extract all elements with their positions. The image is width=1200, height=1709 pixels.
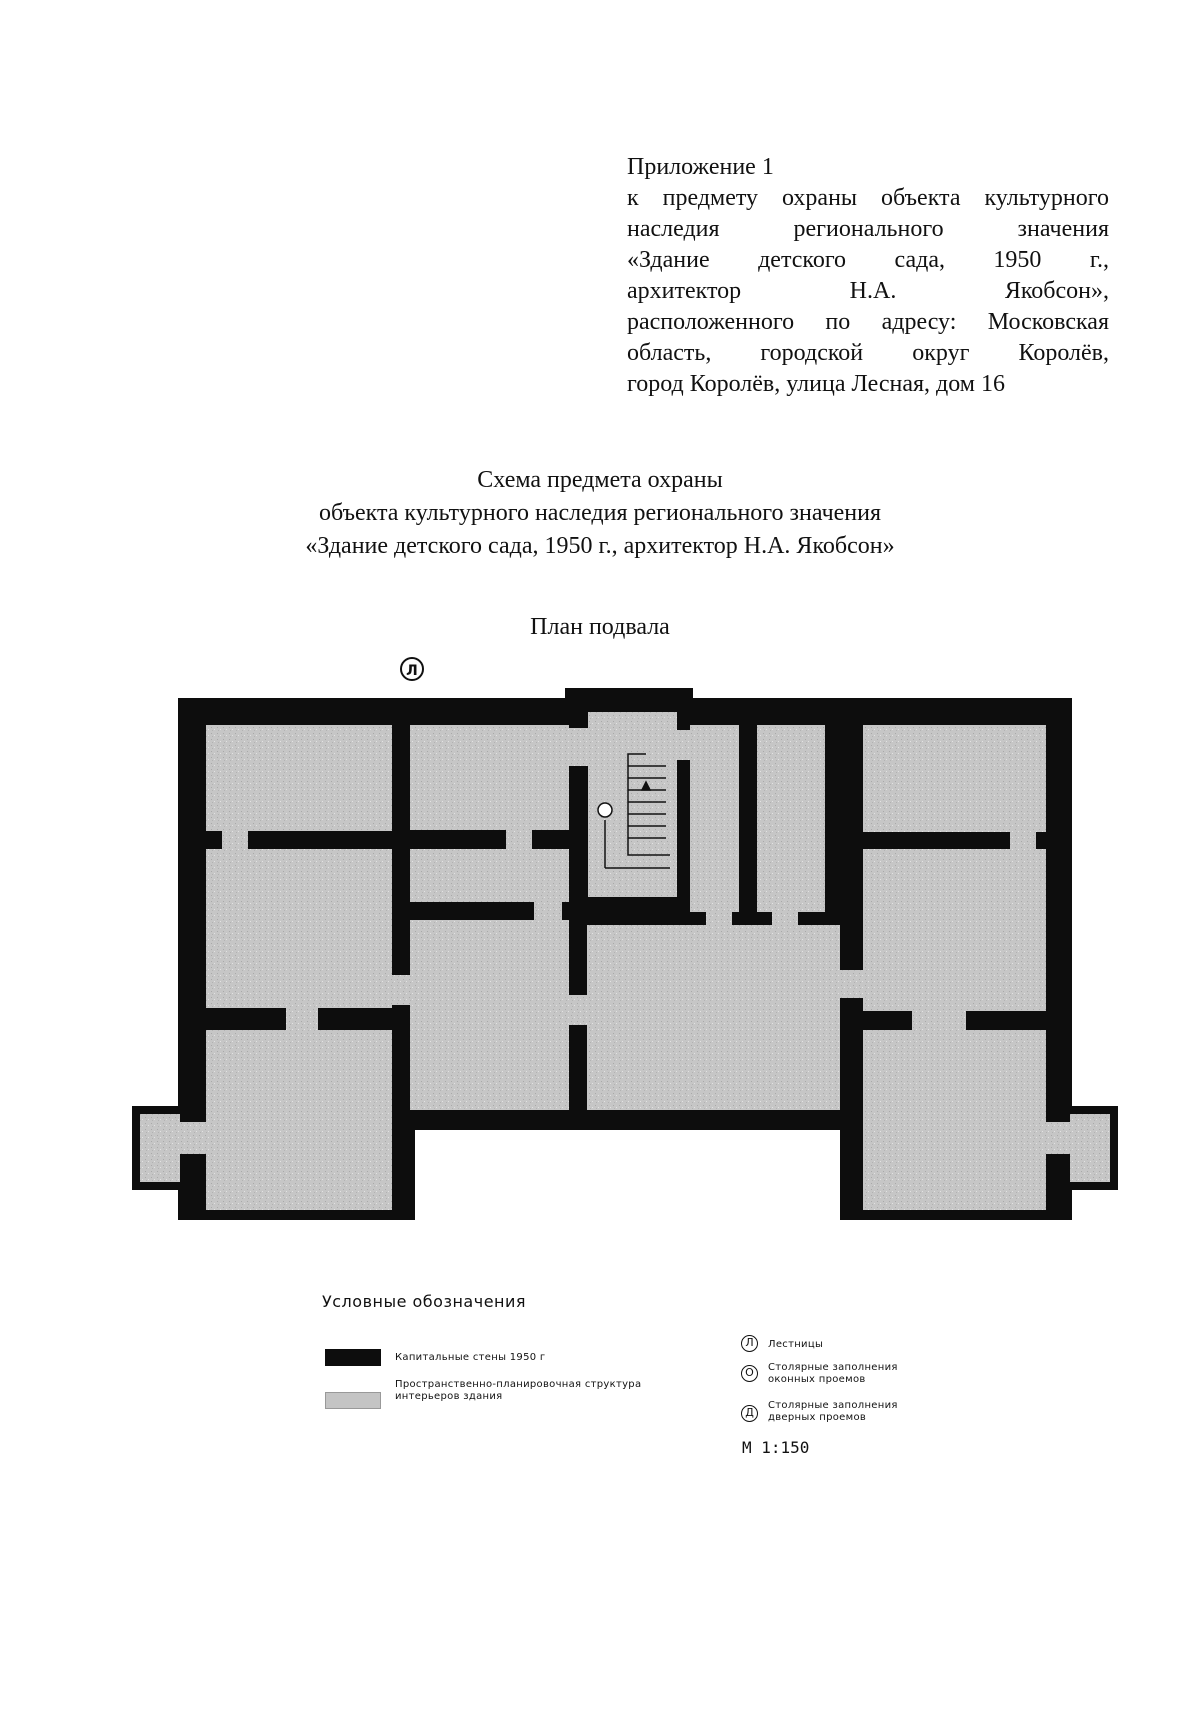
- legend-title: Условные обозначения: [322, 1292, 527, 1311]
- scale-label: М 1:150: [742, 1438, 810, 1457]
- scheme-title-line: «Здание детского сада, 1950 г., архитект…: [305, 533, 895, 559]
- staircase: [604, 753, 670, 869]
- stairs-callout-label: Л: [406, 663, 418, 679]
- appendix-line: расположенного по адресу: Московская: [627, 309, 1109, 335]
- appendix-line: к предмету охраны объекта культурного: [627, 185, 1109, 211]
- legend-label-windows: Столярные заполнения оконных проемов: [768, 1362, 898, 1386]
- scheme-title-line: Схема предмета охраны: [477, 467, 723, 493]
- appendix-line: город Королёв, улица Лесная, дом 16: [627, 371, 1005, 397]
- legend-swatch-interior: [325, 1392, 381, 1409]
- appendix-line: Приложение 1: [627, 154, 774, 180]
- legend-label-interior-line: Пространственно-планировочная структура: [395, 1379, 642, 1390]
- scheme-title: Схема предмета охраны объекта культурног…: [0, 464, 1200, 563]
- stairs-marker-icon: [597, 802, 613, 818]
- legend-label-doors-line: дверных проемов: [768, 1412, 867, 1423]
- appendix-line: наследия регионального значения: [627, 216, 1109, 242]
- stairs-symbol-icon: Л: [741, 1335, 758, 1352]
- stairs-callout-icon: Л: [400, 657, 424, 681]
- window-symbol-icon: О: [741, 1365, 758, 1382]
- legend-swatch-walls: [325, 1349, 381, 1366]
- legend-label-windows-line: оконных проемов: [768, 1374, 866, 1385]
- appendix-line: «Здание детского сада, 1950 г.,: [627, 247, 1109, 273]
- legend-label-doors: Столярные заполнения дверных проемов: [768, 1400, 898, 1424]
- legend-label-windows-line: Столярные заполнения: [768, 1362, 898, 1373]
- scheme-title-line: объекта культурного наследия регионально…: [318, 500, 882, 526]
- legend-label-stairs: Лестницы: [768, 1339, 824, 1350]
- interior-rooms: [140, 712, 1110, 1210]
- appendix-line: область, городской округ Королёв,: [627, 340, 1109, 366]
- plan-title: План подвала: [530, 614, 670, 640]
- door-symbol-icon: Д: [741, 1405, 758, 1422]
- appendix-block: Приложение 1 к предмету охраны объекта к…: [627, 152, 1109, 400]
- legend-label-interior: Пространственно-планировочная структура …: [395, 1379, 641, 1403]
- appendix-line: архитектор Н.А. Якобсон»,: [627, 278, 1109, 304]
- legend-label-doors-line: Столярные заполнения: [768, 1400, 898, 1411]
- legend-label-interior-line: интерьеров здания: [395, 1391, 503, 1402]
- legend-label-walls: Капитальные стены 1950 г: [395, 1352, 546, 1363]
